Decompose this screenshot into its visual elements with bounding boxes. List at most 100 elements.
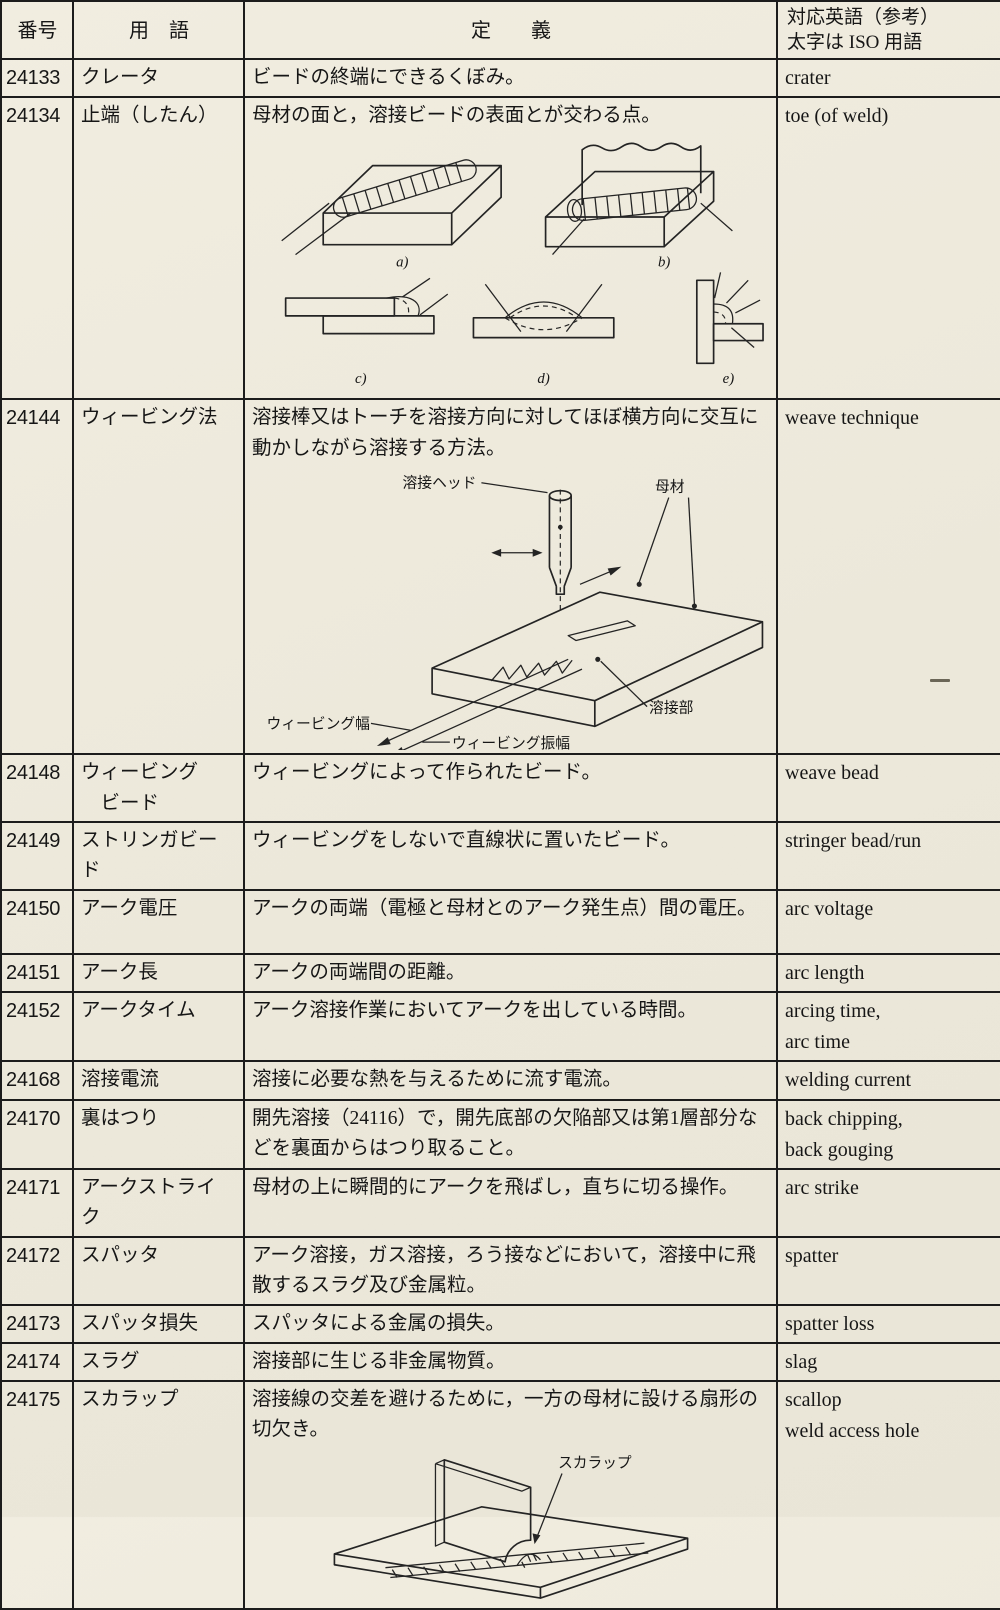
weld-bead [332,158,477,218]
number-cell: 24168 [0,1060,74,1101]
definition-text: 溶接線の交差を避けるために，一方の母材に設ける扇形の切欠き。 [252,1388,759,1441]
definition-cell: 溶接に必要な熱を与えるために流す電流。 [243,1060,778,1101]
number-cell: 24148 [0,753,74,823]
upright-plate [581,142,702,205]
english-cell: weave bead [776,753,1000,823]
toe-pointer-lines [401,277,449,315]
number-cell: 24151 [0,952,74,994]
diagram-labels: 溶接ヘッド 母材 ウィービング幅 ウィービング振幅 溶接部 [266,475,697,750]
scan-artifact-dash [930,679,950,682]
english-cell: spatter loss [776,1303,1000,1344]
toe-pointer-lines [484,283,603,332]
number-cell: 24144 [0,398,74,756]
weave-motion-arrow [491,548,543,557]
label-weave-amplitude: ウィービング振幅 [452,735,570,750]
label-weld-head: 溶接ヘッド [403,475,477,492]
definition-cell: ウィービングをしないで直線状に置いたビード。 [243,821,778,891]
sketch-d: d) [472,283,615,387]
term-row: 24152 アークタイム アーク溶接作業においてアークを出している時間。 arc… [0,990,1000,1063]
term-cell: アークストライ ク [72,1167,245,1238]
definition-text: 溶接棒又はトーチを溶接方向に対してほぼ横方向に交互に動かしながら溶接する方法。 [252,407,759,459]
number-cell: 24150 [0,888,74,955]
term-row: 24171 アークストライ ク 母材の上に瞬間的にアークを飛ばし，直ちに切る操作… [0,1167,1000,1238]
english-cell: arc strike [776,1167,1000,1238]
caption-b: b) [658,254,670,270]
term-cell: ウィービング ビード [72,753,245,823]
english-cell: welding current [776,1060,1000,1101]
weave-width-extension-lines [376,658,583,750]
diagram-labels: スカラップ [532,1454,632,1544]
base-plate [544,170,715,248]
header-row: 番号 用 語 定 義 対応英語（参考） 太字は ISO 用語 [0,0,1000,60]
english-cell: crater [776,57,1000,99]
term-row: 24149 ストリンガビー ド ウィービングをしないで直線状に置いたビード。 s… [0,821,1000,891]
caption-d: d) [537,371,549,387]
term-row: 24134 止端（したん） 母材の面と，溶接ビードの表面とが交わる点。 a) [0,96,1000,401]
header-term: 用 語 [72,0,245,60]
toe-of-weld-diagrams: a) b) [281,142,764,387]
term-cell: スカラップ [72,1379,245,1610]
definition-cell: 開先溶接（24116）で，開先底部の欠陥部又は第1層部分などを裏面からはつり取る… [243,1098,778,1170]
number-cell: 24152 [0,990,74,1063]
english-cell: scallop weld access hole [776,1379,1000,1610]
sketch-e: e) [695,271,764,387]
term-cell: ウィービング法 [72,398,245,756]
english-cell: arc length [776,952,1000,994]
english-cell: toe (of weld) [776,96,1000,401]
header-definition: 定 義 [243,0,778,60]
label-scallop: スカラップ [558,1454,632,1471]
term-row: 24133 クレータ ビードの終端にできるくぼみ。 crater [0,57,1000,99]
english-cell: arc voltage [776,888,1000,955]
definition-cell: 溶接部に生じる非金属物質。 [243,1341,778,1382]
toe-pointer-lines [713,271,761,348]
definition-cell: アークの両端間の距離。 [243,952,778,994]
label-base-metal: 母材 [655,479,685,496]
definition-cell: アークの両端（電極と母材とのアーク発生点）間の電圧。 [243,888,778,955]
english-cell: stringer bead/run [776,821,1000,891]
number-cell: 24172 [0,1235,74,1306]
base-plate [431,591,764,728]
definition-cell: アーク溶接作業においてアークを出している時間。 [243,990,778,1063]
number-cell: 24174 [0,1341,74,1382]
definition-text: 母材の面と，溶接ビードの表面とが交わる点。 [252,105,661,127]
english-cell: back chipping, back gouging [776,1098,1000,1170]
definition-cell: 溶接棒又はトーチを溶接方向に対してほぼ横方向に交互に動かしながら溶接する方法。 [243,398,778,756]
term-cell: スパッタ損失 [72,1303,245,1344]
welding-torch [548,489,572,614]
number-cell: 24170 [0,1098,74,1170]
caption-e: e) [723,371,735,387]
english-cell: slag [776,1341,1000,1382]
header-english: 対応英語（参考） 太字は ISO 用語 [776,0,1000,60]
definition-cell: ビードの終端にできるくぼみ。 [243,57,778,99]
base-plate [333,1505,689,1599]
weaving-diagram: 溶接ヘッド 母材 ウィービング幅 ウィービング振幅 溶接部 [266,475,764,750]
term-cell: 裏はつり [72,1098,245,1170]
caption-c: c) [355,371,367,387]
number-cell: 24134 [0,96,74,401]
definition-cell: 母材の面と，溶接ビードの表面とが交わる点。 a) [243,96,778,401]
number-cell: 24149 [0,821,74,891]
label-weave-width: ウィービング幅 [266,715,370,732]
vertical-plate [434,1458,532,1563]
term-cell: アーク電圧 [72,888,245,955]
term-cell: ストリンガビー ド [72,821,245,891]
english-cell: spatter [776,1235,1000,1306]
term-row: 24148 ウィービング ビード ウィービングによって作られたビード。 weav… [0,753,1000,823]
term-cell: スパッタ [72,1235,245,1306]
sketch-c: c) [284,277,449,387]
weld-seam [385,1542,649,1578]
label-weld-zone: 溶接部 [649,700,694,717]
caption-a: a) [396,254,408,270]
definition-cell: 母材の上に瞬間的にアークを飛ばし，直ちに切る操作。 [243,1167,778,1238]
travel-arrow [579,566,622,585]
english-cell: arcing time, arc time [776,990,1000,1063]
toe-pointer-lines [552,202,733,255]
definition-cell: アーク溶接，ガス溶接，ろう接などにおいて，溶接中に飛散するスラグ及び金属粒。 [243,1235,778,1306]
term-cell: アークタイム [72,990,245,1063]
term-row: 24151 アーク長 アークの両端間の距離。 arc length [0,952,1000,994]
term-row: 24172 スパッタ アーク溶接，ガス溶接，ろう接などにおいて，溶接中に飛散する… [0,1235,1000,1306]
term-row: 24174 スラグ 溶接部に生じる非金属物質。 slag [0,1341,1000,1382]
weld-bead [566,186,698,222]
